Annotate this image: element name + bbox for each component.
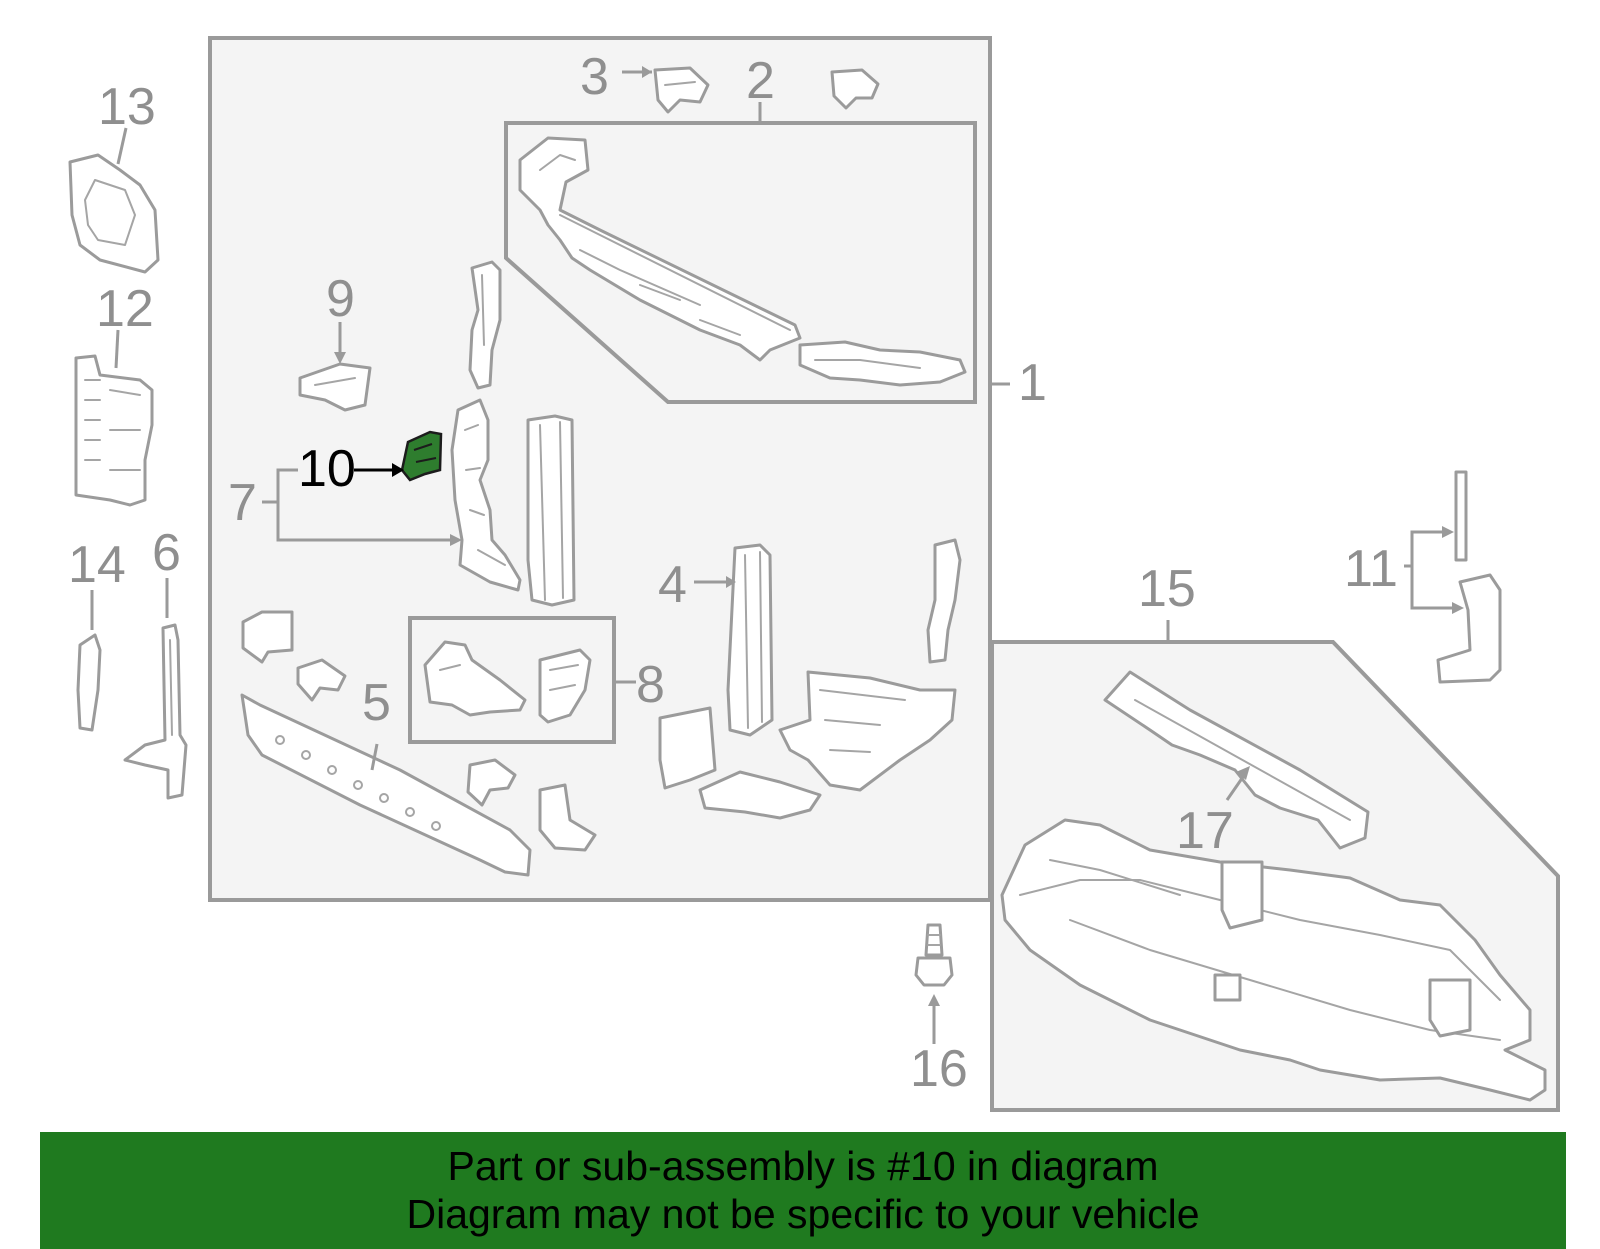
part-14-strip	[76, 633, 102, 732]
callout-3: 3	[580, 48, 609, 106]
callout-7: 7	[228, 474, 257, 532]
part-small-bracket-b	[296, 658, 347, 702]
part-5-lower-member	[240, 693, 532, 877]
callout-6: 6	[152, 524, 181, 582]
part-16-bolt	[914, 923, 954, 987]
callout-16: 16	[910, 1040, 968, 1098]
part-lower-right-panel	[778, 670, 957, 792]
part-vertical-bracket-upper	[468, 260, 502, 390]
callout-8: 8	[636, 656, 665, 714]
part-12-panel	[74, 354, 154, 507]
part-3-clip	[653, 66, 710, 114]
part-lower-center-bracket	[658, 706, 822, 820]
part-11-brackets	[1436, 470, 1502, 684]
callout-15: 15	[1138, 560, 1196, 618]
part-small-bracket-c	[466, 758, 517, 807]
callout-12: 12	[96, 280, 154, 338]
part-10-highlighted	[400, 430, 443, 482]
part-vertical-bracket-right	[926, 538, 962, 664]
part-small-bracket-d	[538, 783, 597, 852]
callout-1: 1	[1018, 354, 1047, 412]
callout-17: 17	[1176, 802, 1234, 860]
part-tall-channel	[526, 414, 576, 607]
callout-5: 5	[362, 674, 391, 732]
part-small-bracket-a	[241, 610, 294, 664]
banner-line-1: Part or sub-assembly is #10 in diagram	[447, 1143, 1159, 1189]
part-15-underbody	[1000, 818, 1547, 1102]
part-7-side-member	[450, 398, 522, 592]
part-9-bracket	[298, 362, 372, 412]
callout-9: 9	[326, 270, 355, 328]
part-6-support	[123, 623, 188, 800]
subframe-2	[504, 121, 977, 404]
callout-11: 11	[1344, 540, 1398, 598]
callout-10: 10	[298, 440, 356, 498]
info-banner: Part or sub-assembly is #10 in diagram D…	[40, 1132, 1566, 1249]
banner-line-2: Diagram may not be specific to your vehi…	[406, 1191, 1200, 1237]
part-13-cover	[68, 153, 160, 274]
part-8-brackets	[423, 640, 592, 724]
part-2-upper-support	[518, 136, 967, 387]
part-clip-right	[830, 68, 880, 110]
callout-13: 13	[98, 78, 156, 136]
part-4-channel	[726, 543, 774, 737]
callout-2: 2	[746, 52, 775, 110]
callout-4: 4	[658, 556, 687, 614]
part-17-rail	[1103, 670, 1370, 850]
callout-14: 14	[68, 536, 126, 594]
